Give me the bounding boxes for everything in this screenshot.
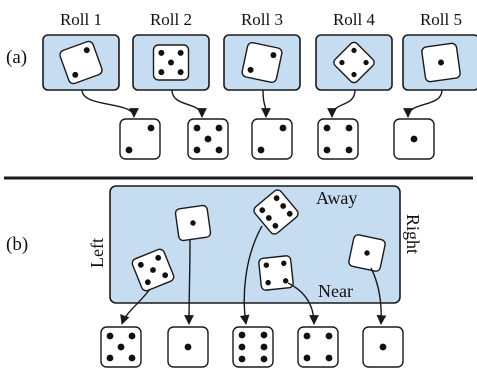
die-face [252,119,292,159]
roll-arrows [82,90,442,117]
roll-result-die [318,119,358,159]
roll-arrow [82,90,134,117]
pip [107,333,114,340]
roll-label: Roll 3 [241,10,283,29]
pip [194,147,201,154]
roll-label: Roll 1 [60,10,102,29]
roll-arrow [263,90,266,117]
pip [258,147,265,154]
pip [185,344,192,351]
pip [304,355,311,362]
pip [304,333,311,340]
area-result-die [168,327,208,367]
pip [324,147,331,154]
area-die [175,205,211,241]
pip [118,344,125,351]
pip [346,147,353,154]
roll-label: Roll 5 [420,10,462,29]
pip [216,125,223,132]
pip [129,355,136,362]
pip [411,136,418,143]
die-face [120,119,160,159]
panel-b: (b) Away Near Left Right [6,186,423,367]
panel-b-label: (b) [6,234,28,255]
edge-label-right: Right [403,214,423,254]
pip [261,344,268,351]
pip [129,333,136,340]
area-results [101,327,403,367]
panel-a: (a) Roll 1 Roll 2 Roll 3 Roll 4 Roll 5 [6,10,477,159]
roll-arrow [408,90,442,117]
roll-arrow [332,90,355,117]
area-result-die [298,327,338,367]
pip [178,69,184,75]
pip [178,50,184,56]
pip [346,125,353,132]
roll-results [120,119,434,159]
die-face [318,119,358,159]
pip [239,332,246,339]
pip [107,355,114,362]
pip [158,69,164,75]
pip [280,125,287,132]
pip [239,356,246,363]
roll-arrow [172,90,202,117]
edge-label-away: Away [316,188,357,208]
area-die [258,255,293,290]
captured-die [154,45,189,80]
captured-die [241,42,283,84]
roll-label: Roll 2 [150,10,192,29]
roll-result-die [394,119,434,159]
roll-result-die [252,119,292,159]
pip [168,60,174,66]
pip [216,147,223,154]
pip [380,344,387,351]
roll-boxes: Roll 1 Roll 2 Roll 3 Roll 4 Roll 5 [43,10,477,90]
pip [148,125,155,132]
die-face [241,42,283,84]
area-die [348,234,386,272]
edge-label-left: Left [87,238,107,268]
area-result-die [233,327,273,367]
area-result-die [363,327,403,367]
pip [126,147,133,154]
captured-die [421,43,461,83]
pip [326,355,333,362]
panel-a-label: (a) [6,47,27,68]
pip [239,344,246,351]
pip [194,125,201,132]
pip [261,356,268,363]
area-result-die [101,327,141,367]
pip [205,136,212,143]
roll-label: Roll 4 [333,10,376,29]
pip [261,332,268,339]
pip [158,50,164,56]
die-face [258,255,293,290]
roll-result-die [120,119,160,159]
die-face [298,327,338,367]
pip [326,333,333,340]
edge-label-near: Near [318,281,353,301]
pip [324,125,331,132]
roll-result-die [188,119,228,159]
